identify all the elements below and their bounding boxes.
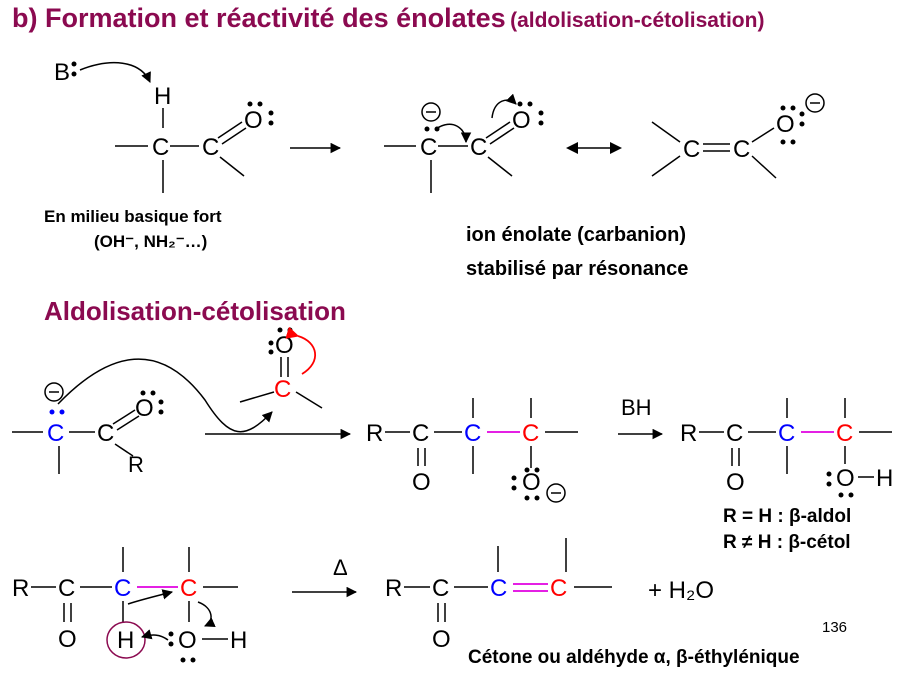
title-main: b) Formation et réactivité des énolates [12, 3, 506, 33]
aldol-for-dehydration: R C O C C H O H [12, 547, 247, 663]
bh-label: BH [621, 395, 652, 420]
enone-product: R C O C C [385, 538, 612, 653]
atom-r: R [680, 420, 697, 447]
atom-c-alpha: C [778, 420, 795, 447]
atom-c-alpha: C [464, 420, 481, 447]
deprotonation-ketone: B H C C O [54, 59, 274, 193]
atom-o: O [512, 107, 531, 134]
atom-r: R [385, 575, 402, 602]
atom-c-carbonyl: C [412, 420, 429, 447]
page-number: 136 [822, 619, 848, 636]
base-attack-arrow [79, 61, 151, 83]
atom-o: O [244, 107, 263, 134]
atom-c-carbonyl: C [97, 420, 114, 447]
acidic-hydrogen-highlight [106, 621, 146, 659]
aldol-result-2: R ≠ H : β-cétol [723, 532, 851, 553]
atom-r: R [12, 575, 29, 602]
atom-c-alkene-1: C [683, 136, 700, 163]
atom-o: O [275, 332, 294, 359]
atom-h: H [154, 83, 171, 110]
atom-o-alkoxide: O [522, 469, 541, 496]
elimination-arrow-1 [127, 589, 174, 605]
atom-o-anion: O [776, 111, 795, 138]
nucleophilic-attack-arrow [57, 358, 273, 433]
atom-c-carbanion: C [47, 420, 64, 447]
enolate-carbanion-form: C C O [384, 93, 544, 193]
resonance-arrow-2 [491, 93, 517, 119]
atom-c-beta: C [522, 420, 539, 447]
atom-c-alkene-2: C [733, 136, 750, 163]
atom-r: R [128, 452, 144, 477]
conditions-line-2: (OH⁻, NH₂⁻…) [94, 232, 208, 251]
enolate-description-2: stabilisé par résonance [466, 258, 689, 280]
atom-o-hydroxyl: O [836, 465, 855, 492]
atom-c-alpha: C [152, 134, 169, 161]
atom-c-electrophile: C [274, 376, 291, 403]
atom-h: H [230, 627, 247, 654]
atom-h-alpha: H [117, 627, 134, 654]
atom-c-beta: C [180, 575, 197, 602]
alkoxide-intermediate: R C O C C O [366, 398, 578, 503]
atom-c-beta: C [550, 575, 567, 602]
atom-o-hydroxyl: O [178, 627, 197, 654]
negative-charge-icon [546, 483, 566, 503]
atom-c-carbonyl: C [202, 134, 219, 161]
title-subtitle: (aldolisation-cétolisation) [510, 9, 765, 32]
atom-o: O [432, 626, 451, 653]
product-description: Cétone ou aldéhyde α, β-éthylénique [468, 647, 800, 668]
atom-c-alpha: C [490, 575, 507, 602]
aldol-result-1: R = H : β-aldol [723, 506, 852, 527]
aldol-heading: Aldolisation-cétolisation [44, 296, 346, 326]
slide-title: b) Formation et réactivité des énolates … [12, 3, 764, 34]
conditions-line-1: En milieu basique fort [44, 207, 222, 226]
atom-c-carbonyl: C [470, 134, 487, 161]
atom-h: H [876, 465, 893, 492]
enolate-description-1: ion énolate (carbanion) [466, 224, 687, 246]
atom-r: R [366, 420, 383, 447]
atom-c-beta: C [836, 420, 853, 447]
enolate-oxyanion-form: C C O [651, 93, 825, 179]
negative-charge-icon [44, 382, 64, 402]
electrophile-carbonyl: O C [239, 326, 323, 409]
negative-charge-icon [421, 102, 441, 122]
resonance-arrow-1 [435, 123, 472, 144]
atom-o: O [135, 395, 154, 422]
atom-c-carbonyl: C [58, 575, 75, 602]
atom-c-carbonyl: C [432, 575, 449, 602]
atom-c-carbonyl: C [726, 420, 743, 447]
negative-charge-icon [805, 93, 825, 113]
enolate-nucleophile: C C O R [12, 358, 273, 477]
atom-o: O [58, 626, 77, 653]
base-label: B [54, 59, 70, 86]
carbonyl-electron-arrow [285, 326, 317, 375]
aldol-product: R C O C C O H [680, 398, 893, 498]
atom-c-alpha: C [114, 575, 131, 602]
atom-c-carbanion: C [420, 134, 437, 161]
atom-o: O [412, 469, 431, 496]
heat-label: Δ [333, 555, 348, 580]
water-label: + H₂O [648, 577, 714, 604]
elimination-arrow-2 [197, 601, 216, 627]
proton-abstraction-arrow [140, 629, 169, 641]
atom-o: O [726, 469, 745, 496]
